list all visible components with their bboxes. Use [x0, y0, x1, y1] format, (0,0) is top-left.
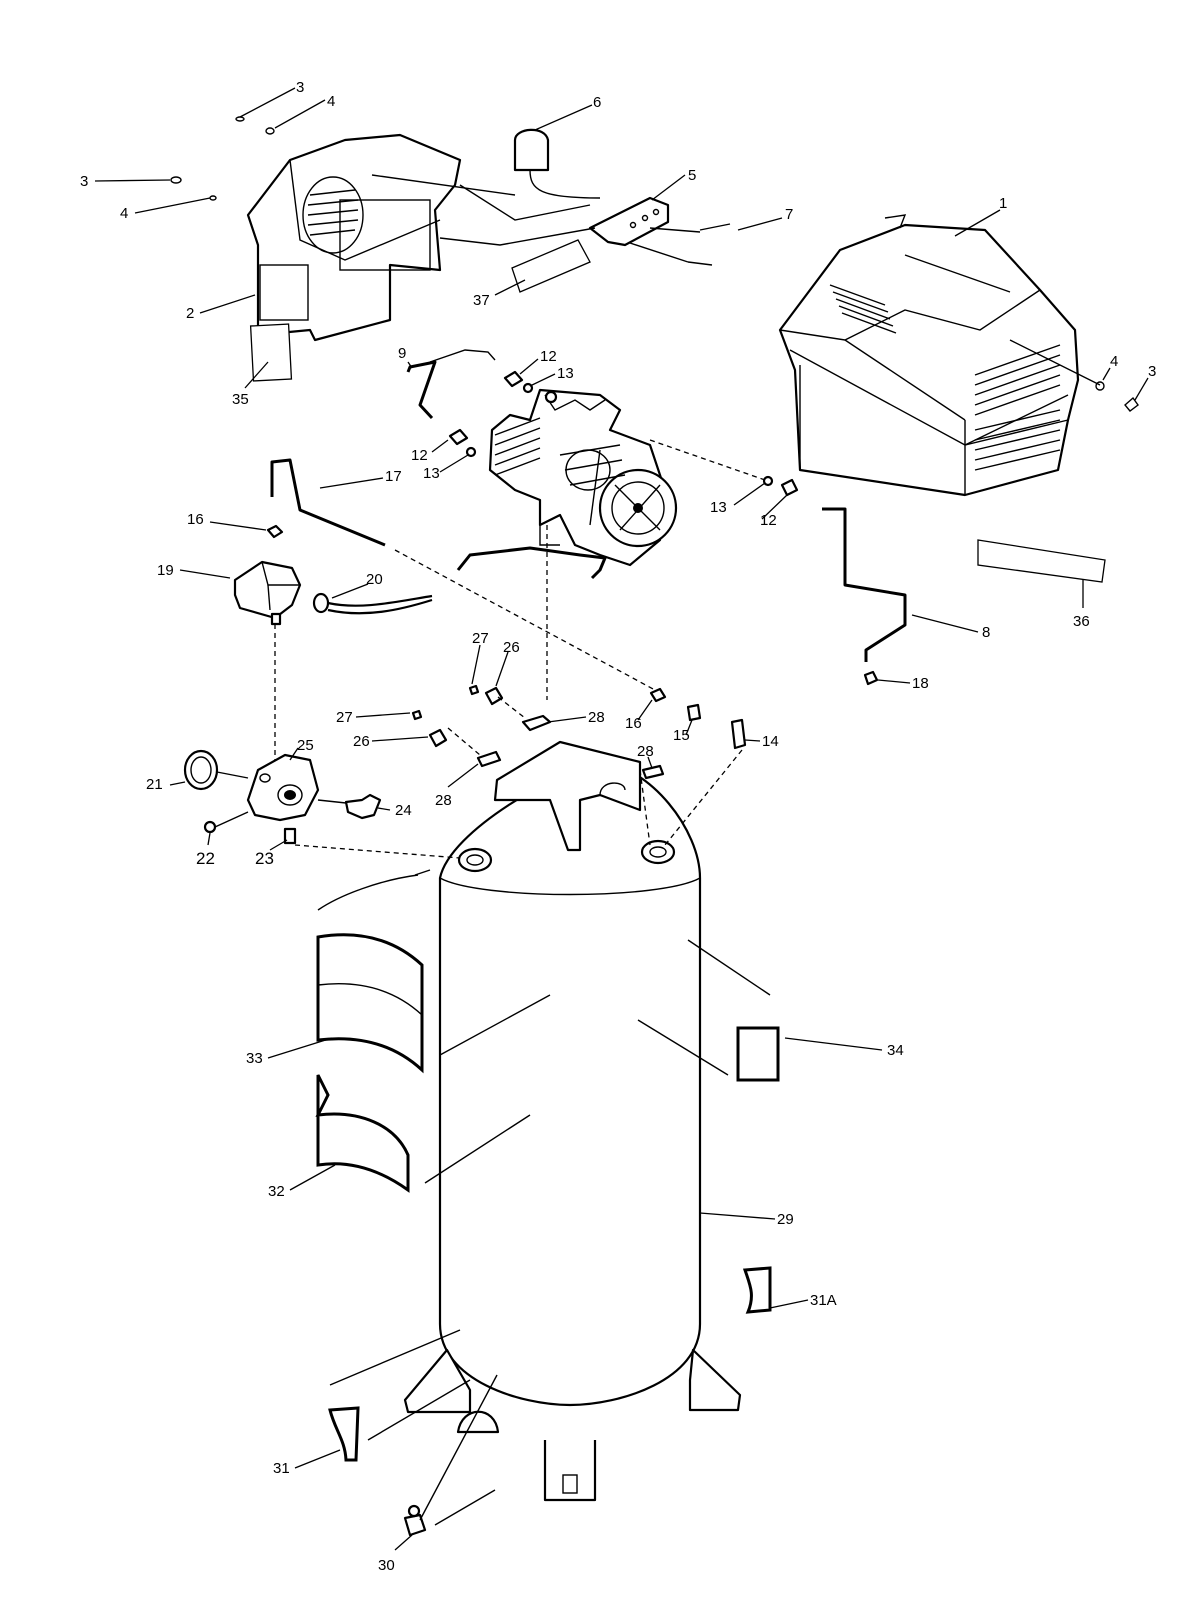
callout-31A: 31A [810, 1292, 837, 1309]
washer-4-right [1095, 381, 1105, 391]
callout-12: 12 [760, 512, 777, 529]
callout-3: 3 [296, 79, 304, 96]
callout-1: 1 [999, 195, 1007, 212]
callout-18: 18 [912, 675, 929, 692]
callout-22: 22 [196, 849, 215, 868]
tank-decal-34 [736, 1026, 780, 1082]
rear-shroud [246, 133, 462, 342]
cord-bracket [513, 128, 670, 247]
callout-35: 35 [232, 391, 249, 408]
screw-27-upper [468, 684, 480, 696]
pressure-gauge [183, 749, 249, 791]
pad-28-left [476, 750, 502, 768]
tank-decal-31A [742, 1266, 772, 1314]
screw-3-right [1124, 396, 1139, 412]
callout-6: 6 [593, 94, 601, 111]
callout-25: 25 [297, 737, 314, 754]
callout-12: 12 [540, 348, 557, 365]
outlet-valve-22 [203, 811, 249, 834]
callout-28: 28 [588, 709, 605, 726]
fittings-12-13 [448, 370, 799, 497]
callout-31: 31 [273, 1460, 290, 1477]
callout-16: 16 [187, 511, 204, 528]
pad-28-upper [521, 714, 552, 732]
tube-17 [270, 458, 386, 547]
callout-15: 15 [673, 727, 690, 744]
callout-29: 29 [777, 1211, 794, 1228]
front-shroud [778, 214, 1080, 497]
screw-27-lower [411, 709, 423, 721]
washer-4-left [209, 195, 217, 201]
callout-14: 14 [762, 733, 779, 750]
callout-4: 4 [327, 93, 335, 110]
nut-18 [863, 670, 879, 686]
callout-13: 13 [710, 499, 727, 516]
callout-26: 26 [353, 733, 370, 750]
motor-mount-bracket [493, 740, 642, 852]
fitting-23 [283, 827, 297, 845]
screws-7 [687, 223, 731, 266]
pressure-switch [233, 560, 302, 626]
callout-26: 26 [503, 639, 520, 656]
decal-35 [249, 323, 293, 382]
nut-16-right [649, 687, 667, 703]
motor-pump-assembly [488, 388, 678, 567]
callout-16: 16 [625, 715, 642, 732]
assembly-lines [274, 174, 1101, 1526]
callout-20: 20 [366, 571, 383, 588]
tube-9 [406, 360, 437, 420]
callout-32: 32 [268, 1183, 285, 1200]
callout-7: 7 [785, 206, 793, 223]
discharge-tube [456, 546, 607, 580]
screw-3-left [170, 176, 182, 184]
pad-28-right [641, 764, 665, 780]
callout-4: 4 [1110, 353, 1118, 370]
isolator-26-upper [484, 686, 504, 706]
tank-decal-32 [315, 1074, 410, 1193]
callout-12: 12 [411, 447, 428, 464]
callout-36: 36 [1073, 613, 1090, 630]
decal-37 [511, 239, 591, 293]
callout-33: 33 [246, 1050, 263, 1067]
washer-4-left-top [265, 127, 275, 135]
callout-27: 27 [472, 630, 489, 647]
air-tank [403, 760, 742, 1502]
manifold [246, 753, 320, 822]
callout-3: 3 [1148, 363, 1156, 380]
callout-28: 28 [637, 743, 654, 760]
callout-28: 28 [435, 792, 452, 809]
callout-19: 19 [157, 562, 174, 579]
callout-9: 9 [398, 345, 406, 362]
isolator-26-lower [428, 728, 448, 748]
callout-labels: 1 2 3 3 3 4 4 4 5 6 7 8 9 12 12 12 13 13… [80, 79, 1156, 1574]
screw-3-left-top [235, 116, 245, 122]
callout-4: 4 [120, 205, 128, 222]
callout-13: 13 [557, 365, 574, 382]
callout-30: 30 [378, 1557, 395, 1574]
tank-decal-33 [316, 933, 424, 1074]
fitting-15 [686, 703, 702, 722]
callout-17: 17 [385, 468, 402, 485]
callout-24: 24 [395, 802, 412, 819]
tube-8 [822, 507, 907, 662]
drain-valve [403, 1504, 427, 1537]
check-valve-14 [730, 718, 747, 750]
callout-2: 2 [186, 305, 194, 322]
callout-37: 37 [473, 292, 490, 309]
safety-valve [317, 793, 382, 820]
callout-27: 27 [336, 709, 353, 726]
callout-5: 5 [688, 167, 696, 184]
callout-23: 23 [255, 849, 274, 868]
callout-21: 21 [146, 776, 163, 793]
power-cord [312, 592, 433, 615]
tank-decal-31 [328, 1406, 360, 1462]
callout-13: 13 [423, 465, 440, 482]
callout-8: 8 [982, 624, 990, 641]
decal-36 [977, 539, 1106, 583]
callout-3: 3 [80, 173, 88, 190]
nut-16-left [266, 524, 284, 539]
callout-34: 34 [887, 1042, 904, 1059]
callout-leaders [94, 87, 1149, 1551]
